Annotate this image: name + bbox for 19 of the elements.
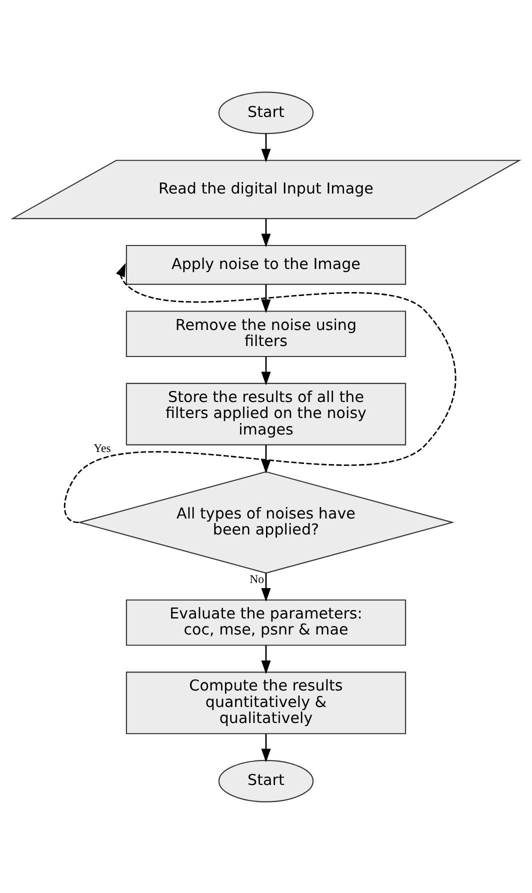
node-ellipse: Start [218, 759, 314, 802]
arrow [261, 356, 271, 385]
arrow [261, 284, 271, 313]
node-ellipse: Start [218, 91, 314, 134]
arrow [64, 262, 456, 523]
arrow [261, 218, 271, 247]
node-box: Apply noise to the Image [126, 244, 406, 284]
arrow [261, 444, 271, 474]
node-box: Remove the noise using filters [126, 310, 406, 357]
node-box: Compute the results quantitatively & qualitatively [126, 671, 406, 734]
arrow [261, 734, 271, 762]
node-diamond: All types of noises have been applied? [78, 470, 454, 574]
arrow [261, 572, 271, 602]
node-box: Evaluate the parameters: coc, mse, psnr & mae [126, 598, 406, 646]
arrow [261, 133, 271, 162]
edge-label: Yes [94, 440, 111, 454]
edge-label: No [250, 571, 264, 586]
arrow [261, 644, 271, 674]
node-box: Store the results of all the filters applied on the noisy images [126, 382, 406, 445]
